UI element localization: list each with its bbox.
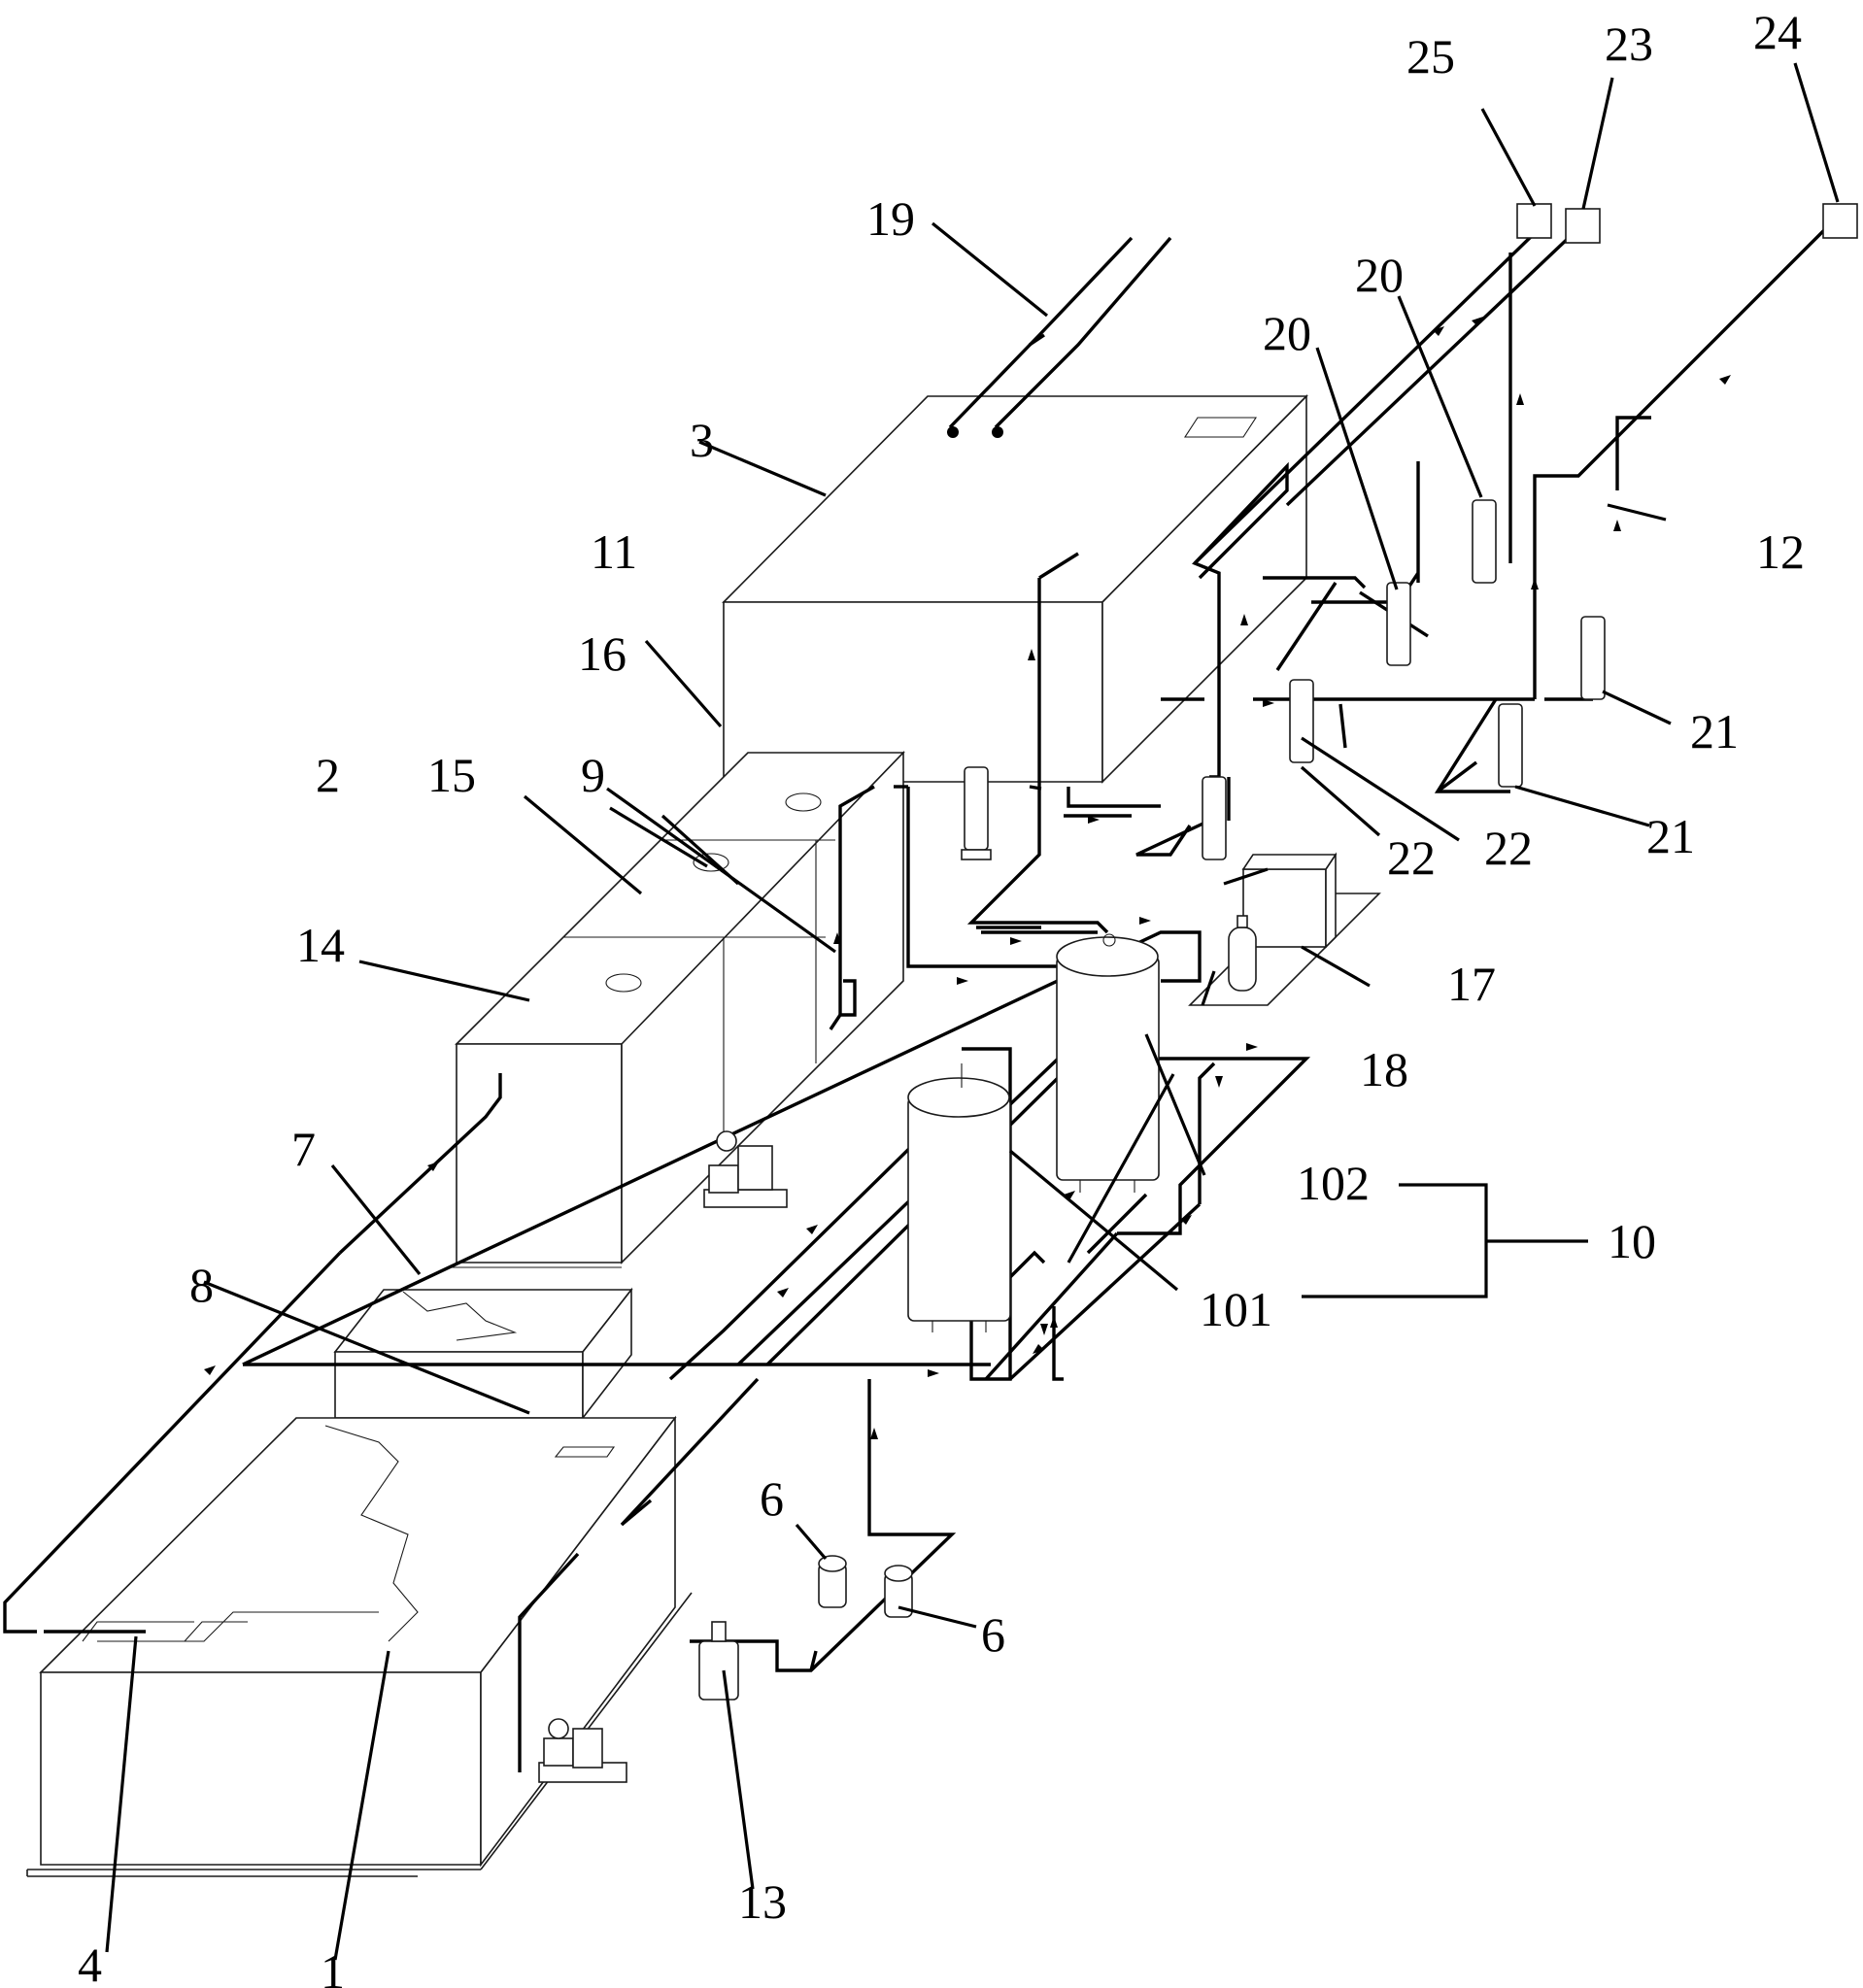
- unit-17-18: [1188, 852, 1381, 1006]
- label-tank-14: 14: [296, 918, 345, 972]
- filter-13: [698, 1621, 739, 1701]
- label-outlet-25: 25: [1406, 29, 1455, 84]
- label-tank-1: 1: [321, 1944, 345, 1988]
- label-9: 9: [581, 748, 605, 802]
- label-pump-22a: 22: [1387, 830, 1436, 885]
- label-filter-101: 101: [1200, 1282, 1272, 1336]
- label-tank-3: 3: [690, 413, 714, 467]
- filter-101: [907, 1063, 1011, 1332]
- label-12: 12: [1756, 524, 1805, 579]
- bracket-10: [1302, 1183, 1588, 1298]
- label-tank-15: 15: [427, 748, 476, 802]
- label-tank-2: 2: [316, 748, 340, 802]
- label-system-10: 10: [1608, 1214, 1656, 1268]
- leader-lines: [105, 62, 1840, 1961]
- pump-tank2: [703, 1130, 788, 1208]
- label-filter-102: 102: [1297, 1156, 1370, 1210]
- label-pump-6b: 6: [981, 1607, 1005, 1662]
- label-filter-13: 13: [738, 1874, 787, 1929]
- tank-3: [722, 394, 1308, 784]
- tank-1: [26, 1415, 693, 1877]
- label-outlet-23: 23: [1605, 17, 1653, 71]
- component-labels: 4 1 13 6 6 8 7 14 2 15 16 9 11 3 19 20 2…: [78, 5, 1805, 1988]
- filter-102: [1056, 933, 1160, 1193]
- pumps-20-21-22-12: [1202, 499, 1606, 860]
- label-pump-20a: 20: [1263, 306, 1311, 360]
- label-tank-7: 7: [291, 1122, 316, 1176]
- label-8: 8: [189, 1258, 214, 1312]
- pumps-6: [818, 1555, 913, 1618]
- label-unit-18: 18: [1360, 1042, 1408, 1096]
- label-19: 19: [866, 191, 915, 246]
- label-1-pos: 4: [78, 1937, 102, 1988]
- label-pump-6a: 6: [760, 1471, 784, 1526]
- label-outlet-24: 24: [1753, 5, 1802, 59]
- outlet-boxes: [1516, 203, 1858, 244]
- pump-11: [961, 766, 992, 860]
- label-tank-16: 16: [578, 626, 627, 681]
- label-pump-21b: 21: [1646, 809, 1695, 863]
- label-pump-11: 11: [591, 524, 637, 579]
- pump-tank1: [538, 1718, 627, 1783]
- label-pump-21a: 21: [1690, 704, 1739, 758]
- label-unit-17: 17: [1447, 957, 1496, 1011]
- label-pump-22b: 22: [1484, 821, 1533, 875]
- label-pump-20b: 20: [1355, 248, 1404, 302]
